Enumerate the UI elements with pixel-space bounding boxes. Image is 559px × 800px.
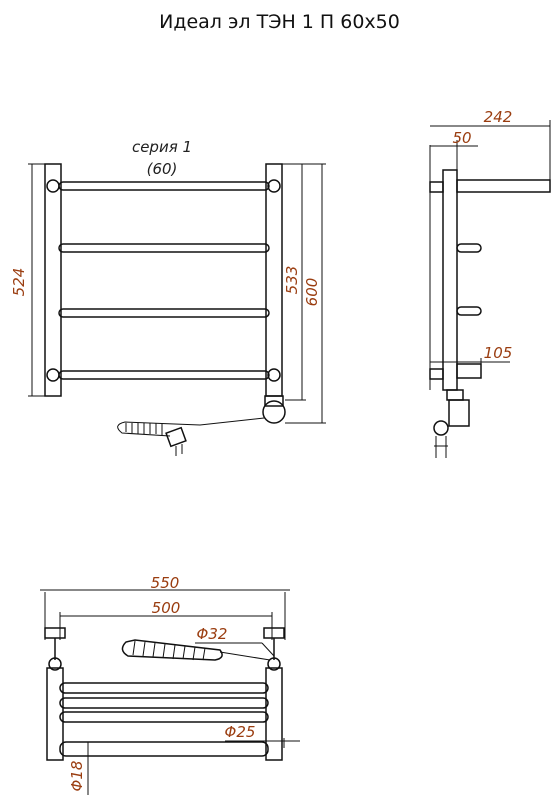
left-post <box>44 163 62 397</box>
side-bracket-bottom <box>429 368 444 380</box>
dimension-500: 500 <box>152 599 181 617</box>
dimension-600: 600 <box>303 278 321 307</box>
side-rung-4 <box>456 363 482 379</box>
mount-bottom-left <box>46 368 60 382</box>
series-label: серия 1 <box>132 138 192 156</box>
heater-connector <box>264 395 284 407</box>
top-post-right <box>265 667 283 761</box>
top-rung-4 <box>59 741 269 757</box>
side-heater-connector <box>446 389 464 401</box>
heater-cable <box>117 417 265 437</box>
coil-turns <box>132 640 206 661</box>
cable-coil <box>125 423 163 435</box>
right-post <box>265 163 283 397</box>
top-view: 550 500 Φ32 Φ25 Φ18 <box>40 574 300 795</box>
side-rung-2 <box>456 243 482 253</box>
top-mount-right <box>267 657 281 671</box>
side-rung-3 <box>456 306 482 316</box>
mount-top-left <box>46 179 60 193</box>
top-rung-2 <box>59 697 269 709</box>
rung-3 <box>58 308 270 318</box>
plug-pins <box>175 444 183 456</box>
top-post-left <box>46 667 64 761</box>
side-top-rung <box>456 179 551 193</box>
side-plug-pins <box>434 436 448 458</box>
top-heater-coil <box>121 639 223 661</box>
top-rung-1 <box>59 682 269 694</box>
heater-knob <box>262 400 286 424</box>
dimension-50: 50 <box>452 129 471 147</box>
top-rung-3 <box>59 711 269 723</box>
rung-1 <box>58 181 270 191</box>
side-heater-body <box>448 399 470 427</box>
dimension-d32: Φ32 <box>197 625 228 643</box>
dimension-533: 533 <box>283 266 301 295</box>
plug <box>165 426 187 448</box>
top-bracket-right <box>263 627 285 639</box>
mount-top-right <box>267 179 281 193</box>
side-post <box>442 169 458 391</box>
side-view: 242 50 105 <box>429 108 551 458</box>
series-value: (60) <box>147 160 178 178</box>
dimension-242: 242 <box>484 108 513 126</box>
top-mount-left <box>48 657 62 671</box>
dimension-524: 524 <box>10 268 28 297</box>
side-plug <box>433 420 449 436</box>
dimension-105: 105 <box>484 344 513 362</box>
rung-4 <box>58 370 270 380</box>
mount-bottom-right <box>267 368 281 382</box>
page-title: Идеал эл ТЭН 1 П 60x50 <box>159 11 400 33</box>
top-bracket-left <box>44 627 66 639</box>
rung-2 <box>58 243 270 253</box>
dimension-d25: Φ25 <box>225 723 256 741</box>
dimension-550: 550 <box>151 574 180 592</box>
dimension-d18: Φ18 <box>68 761 86 792</box>
front-view: серия 1 (60) 524 533 <box>10 138 326 456</box>
side-bracket-top <box>429 181 444 193</box>
